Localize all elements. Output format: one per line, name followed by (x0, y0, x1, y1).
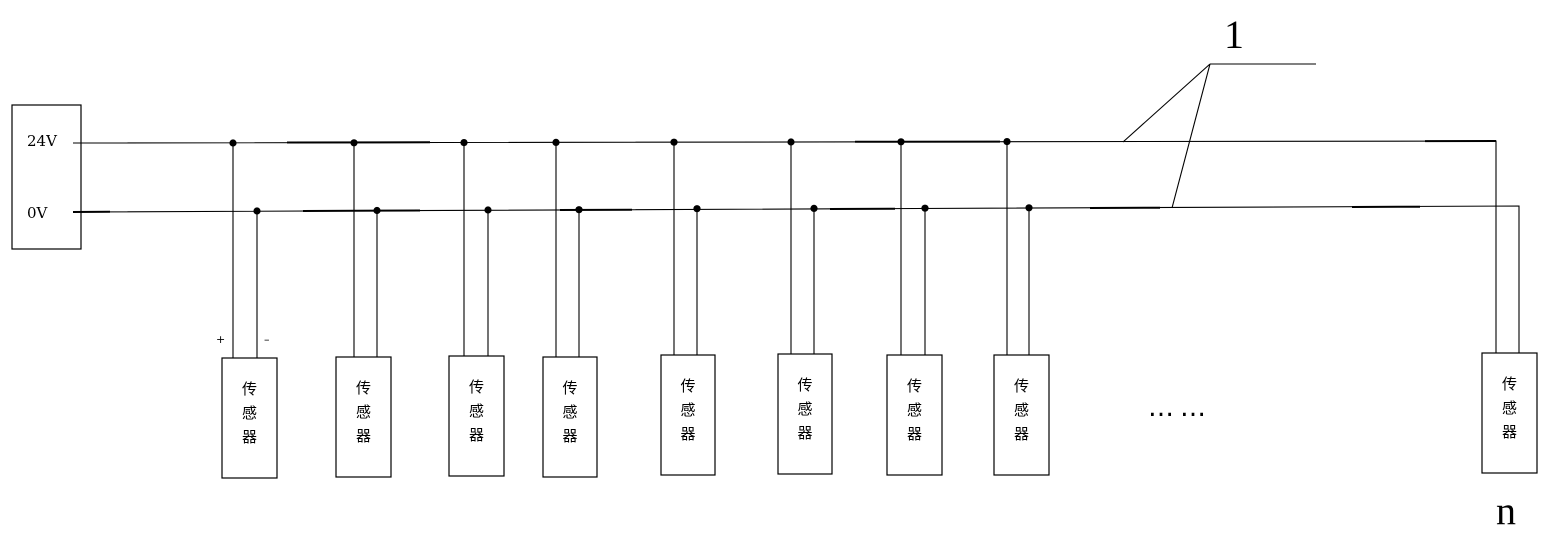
bus-segment-heavy (302, 209, 421, 212)
positive-junction-dot (897, 138, 905, 146)
sensor-label-char: 器 (1014, 425, 1029, 443)
sensor-label-char: 传 (680, 377, 695, 395)
sensor-unit: 传感器 (660, 138, 716, 476)
sensor-label-char: 传 (469, 378, 484, 396)
sensor-label-char: 传 (242, 380, 257, 398)
supply-negative-label: 0V (27, 204, 49, 222)
sensor-box (660, 354, 716, 476)
negative-junction-dot (693, 205, 701, 213)
callout (1122, 63, 1316, 209)
more-sensors-ellipsis: …… (1148, 393, 1212, 423)
positive-junction-dot (552, 138, 560, 146)
sensor-label-char: 器 (356, 427, 371, 445)
last-sensor-index-label: n (1496, 488, 1516, 533)
sensor-label-char: 器 (1502, 423, 1517, 441)
sensor-label-char: 感 (1014, 401, 1029, 419)
negative-junction-dot (921, 204, 929, 212)
sensor-label-char: 传 (1014, 377, 1029, 395)
positive-junction-dot (460, 139, 468, 147)
sensor-box (335, 356, 392, 478)
power-supply: 24V 0V (11, 104, 82, 250)
negative-junction-dot (484, 206, 492, 214)
positive-bus-line (72, 140, 1497, 353)
sensor-label-char: 传 (1502, 375, 1517, 393)
positive-junction-dot (350, 139, 358, 147)
sensor-label-char: 感 (469, 402, 484, 420)
positive-junction-dot (229, 139, 237, 147)
sensor-label-char: 器 (797, 424, 812, 442)
negative-junction-dot (253, 207, 261, 215)
plus-pin-label: + (216, 333, 225, 346)
positive-junction-dot (787, 138, 795, 146)
bus-lines (72, 140, 1520, 353)
sensor-label-char: 感 (907, 401, 922, 419)
callout-label: 1 (1224, 12, 1244, 57)
sensor-label-char: 感 (562, 403, 577, 421)
sensor-label-char: 器 (680, 425, 695, 443)
sensor-box (1481, 352, 1538, 474)
negative-junction-dot (373, 206, 381, 215)
sensor-label-char: 感 (242, 404, 257, 422)
negative-junction-dot (1025, 204, 1033, 212)
sensor-label-char: 器 (907, 425, 922, 443)
sensor-label-char: 传 (562, 379, 577, 397)
sensor-unit: 传感器 (1481, 352, 1538, 474)
sensor-box (886, 354, 943, 476)
sensor-label-char: 器 (562, 427, 577, 445)
sensor-box (542, 356, 598, 478)
sensor-label-char: 传 (907, 377, 922, 395)
sensor-unit: 传感器 (221, 139, 278, 479)
sensor-label-char: 感 (797, 400, 812, 418)
sensor-label-char: 感 (1502, 399, 1517, 417)
positive-junction-dot (670, 138, 678, 146)
minus-pin-label: – (264, 333, 270, 346)
sensor-label-char: 器 (242, 428, 257, 446)
sensor-box (993, 354, 1050, 476)
callout-leader-positive (1122, 63, 1211, 143)
sensor-label-char: 器 (469, 426, 484, 444)
sensor-label-char: 传 (356, 379, 371, 397)
positive-junction-dot (1003, 138, 1011, 146)
negative-junction-dot (810, 204, 818, 212)
sensor-label-char: 感 (356, 403, 371, 421)
sensor-box (221, 357, 278, 479)
callout-leader-negative (1171, 63, 1211, 209)
sensor-unit: 传感器 (335, 139, 392, 478)
sensor-unit: 传感器 (886, 138, 943, 476)
sensor-label-char: 感 (680, 401, 695, 419)
sensor-unit: 传感器 (993, 138, 1050, 476)
sensor-box (448, 355, 505, 477)
negative-junction-dot (575, 206, 583, 214)
negative-bus-line (72, 205, 1520, 353)
sensor-box (777, 353, 833, 475)
sensor-label-char: 传 (797, 376, 812, 394)
supply-positive-label: 24V (27, 132, 58, 150)
sensor-unit: 传感器 (777, 138, 833, 475)
power-supply-box (11, 104, 82, 250)
sensor-unit: 传感器 (448, 139, 505, 477)
sensor-unit: 传感器 (542, 138, 598, 478)
